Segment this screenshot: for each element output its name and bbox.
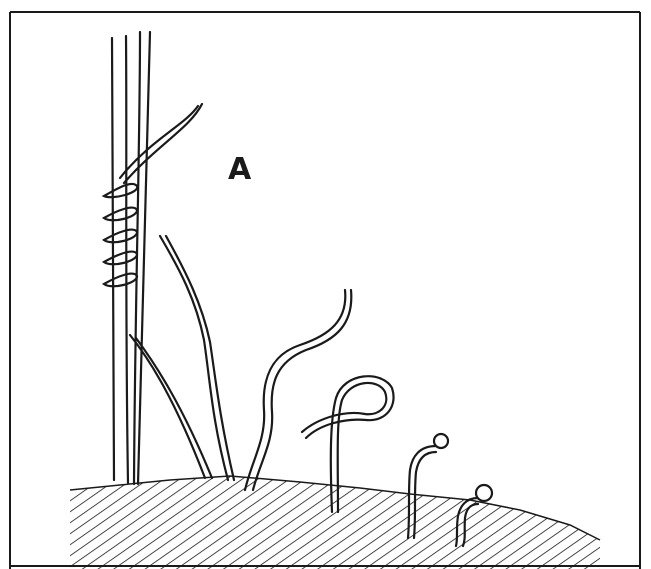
host-stem <box>112 32 150 484</box>
wavy-seedling <box>245 290 351 490</box>
soil <box>70 470 610 569</box>
coiled-seedling <box>104 104 212 478</box>
figure-label: A <box>228 152 252 187</box>
